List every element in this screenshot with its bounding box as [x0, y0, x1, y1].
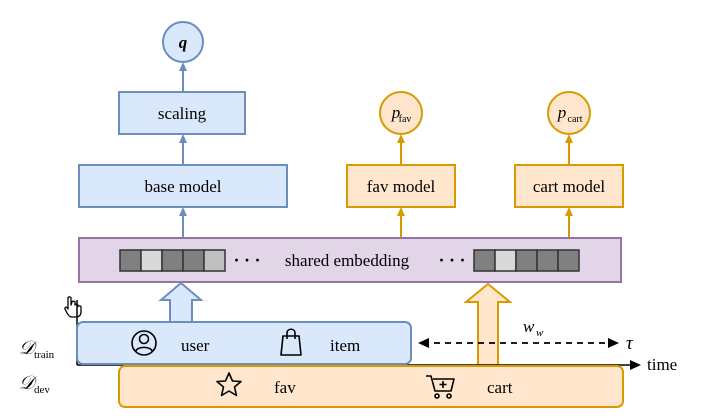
- user-label: user: [181, 336, 210, 355]
- train-to-embedding-arrow: [158, 281, 204, 323]
- cart-model-box: cart model: [514, 164, 624, 208]
- embedding-dots-right: · · ·: [438, 250, 465, 270]
- train-dataset-box: user item: [76, 321, 412, 365]
- cart-label: cart: [487, 378, 513, 397]
- p-cart-subscript: cart: [568, 114, 583, 125]
- star-icon: [216, 372, 242, 397]
- p-fav-symbol: p: [391, 103, 401, 122]
- shopping-bag-icon: [280, 328, 302, 356]
- base-model-label: base model: [145, 177, 222, 196]
- time-axis-label: time: [647, 355, 677, 374]
- embedding-dots-left: · · ·: [233, 250, 260, 270]
- train-dataset-symbol: 𝒟: [19, 338, 38, 359]
- dev-dataset-symbol: 𝒟: [19, 373, 38, 394]
- fav-model-label: fav model: [367, 177, 436, 196]
- tau-label: τ: [626, 333, 634, 354]
- p-cart-node: p cart: [547, 91, 591, 135]
- embedding-vector-left: [119, 249, 226, 272]
- scaling-label: scaling: [158, 104, 207, 123]
- fav-label: fav: [274, 378, 296, 397]
- p-fav-node: p fav: [379, 91, 423, 135]
- dev-dataset-subscript: dev: [34, 384, 50, 396]
- embedding-vector-right: [473, 249, 580, 272]
- shared-embedding-box: · · · shared embedding · · ·: [78, 237, 622, 283]
- dev-to-embedding-arrow: [463, 282, 513, 367]
- window-label: w: [523, 317, 535, 336]
- cart-model-label: cart model: [533, 177, 605, 196]
- cart-add-icon: [426, 375, 455, 399]
- p-cart-symbol: p: [557, 103, 567, 122]
- p-fav-subscript: fav: [399, 114, 412, 125]
- fav-model-box: fav model: [346, 164, 456, 208]
- window-subscript: w: [536, 327, 544, 339]
- train-dataset-label: 𝒟 train: [19, 338, 55, 361]
- user-circle-icon: [131, 330, 157, 356]
- pointing-hand-icon: [64, 296, 82, 318]
- dev-dataset-box: fav cart: [118, 365, 624, 408]
- dev-dataset-label: 𝒟 dev: [19, 373, 50, 396]
- item-label: item: [330, 336, 360, 355]
- q-symbol: q: [179, 33, 188, 52]
- q-node: q: [162, 21, 204, 63]
- train-dataset-subscript: train: [34, 349, 55, 361]
- base-model-box: base model: [78, 164, 288, 208]
- scaling-box: scaling: [118, 91, 246, 135]
- shared-embedding-label: shared embedding: [285, 251, 410, 270]
